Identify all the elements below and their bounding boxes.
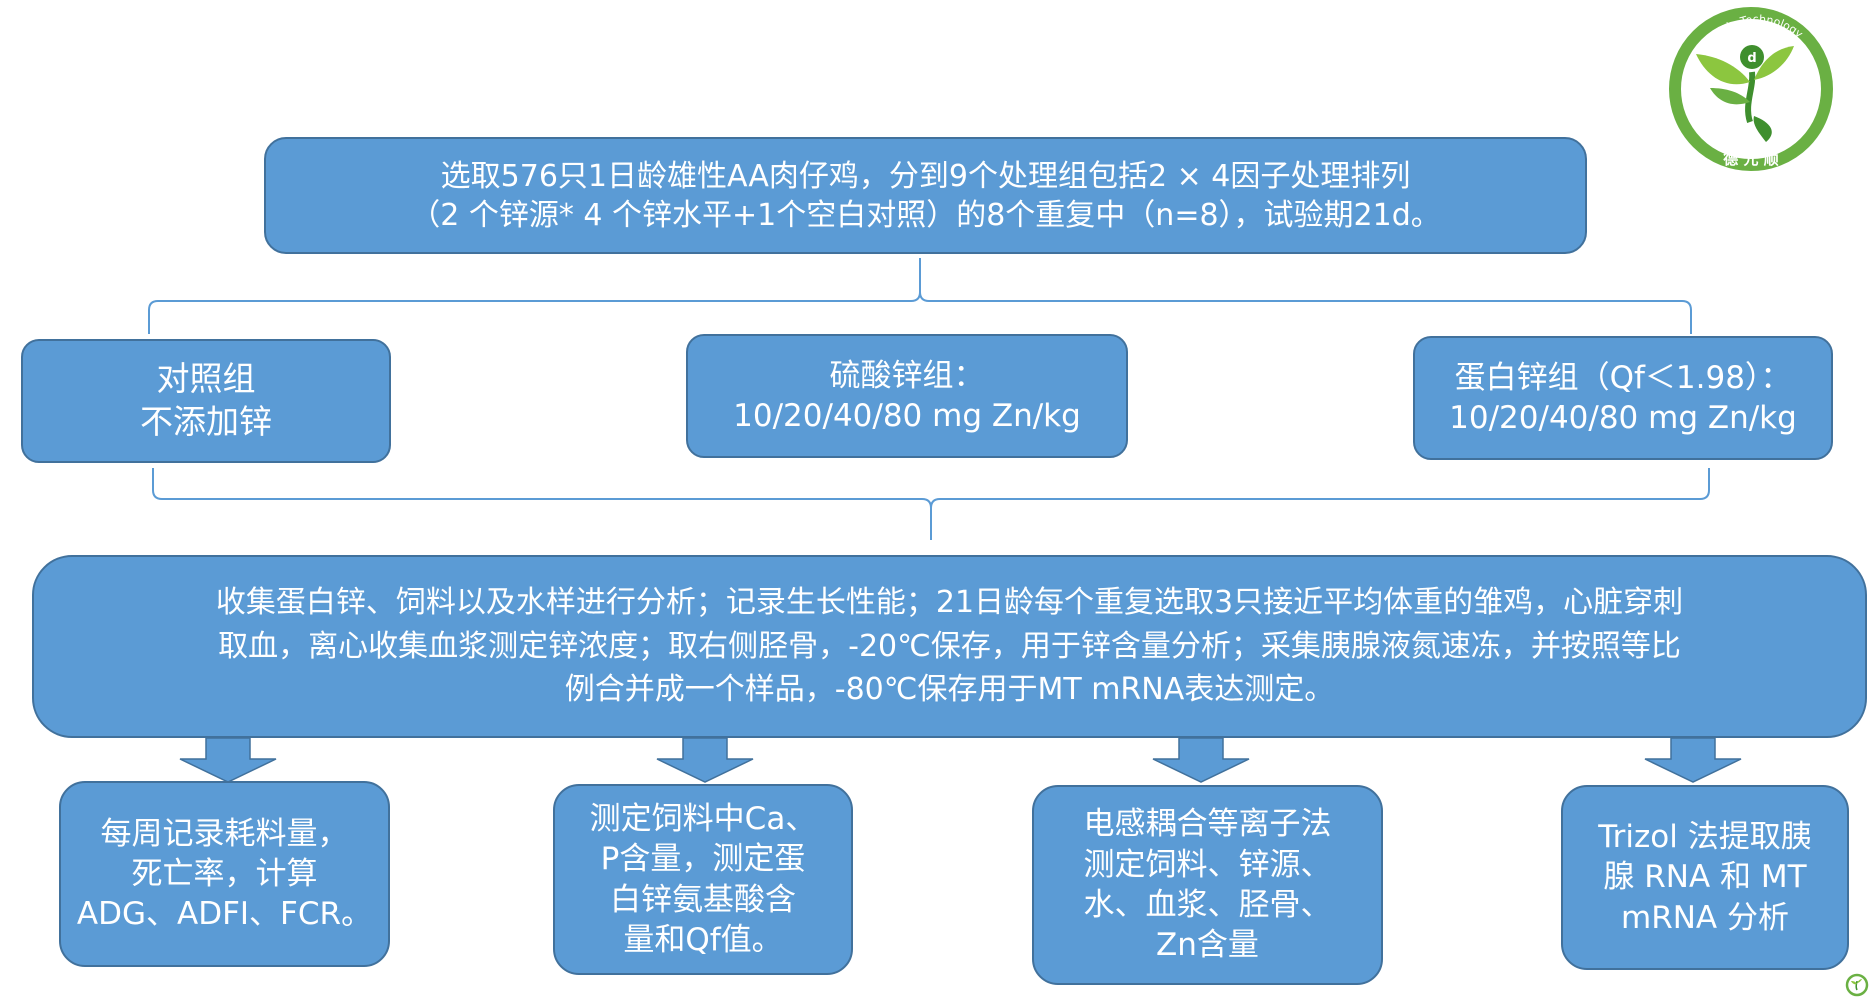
sample-collection-line-3: 例合并成一个样品，-80℃保存用于MT mRNA表达测定。 xyxy=(564,672,1335,708)
growth-performance-box: 每周记录耗料量， 死亡率，计算 ADG、ADFI、FCR。 xyxy=(59,781,390,967)
corner-logo-icon xyxy=(1845,973,1869,997)
control-group-title: 对照组 xyxy=(156,359,256,399)
protein-zinc-group-levels: 10/20/40/80 mg Zn/kg xyxy=(1449,400,1797,436)
experiment-design-box: 选取576只1日龄雄性AA肉仔鸡，分到9个处理组包括2 × 4因子处理排列 （2… xyxy=(264,137,1587,254)
sample-collection-line-1: 收集蛋白锌、饲料以及水样进行分析；记录生长性能；21日龄每个重复选取3只接近平均… xyxy=(215,585,1684,621)
feed-analysis-box: 测定饲料中Ca、 P含量，测定蛋 白锌氨基酸含 量和Qf值。 xyxy=(553,784,853,975)
icp-analysis-line-2: 测定饲料、锌源、 xyxy=(1083,846,1332,883)
icp-analysis-line-1: 电感耦合等离子法 xyxy=(1083,806,1332,843)
down-arrow-3 xyxy=(1152,738,1250,783)
down-arrow-1 xyxy=(179,738,277,783)
mrna-analysis-line-2: 腺 RNA 和 MT xyxy=(1603,859,1807,896)
experiment-design-line-2: （2 个锌源* 4 个锌水平+1个空白对照）的8个重复中（n=8），试验期21d… xyxy=(410,197,1441,233)
feed-analysis-line-2: P含量，测定蛋 xyxy=(600,841,806,878)
mrna-analysis-line-3: mRNA 分析 xyxy=(1621,899,1789,936)
middle-bracket xyxy=(152,468,932,540)
icp-analysis-line-3: 水、血浆、胫骨、 xyxy=(1083,887,1332,923)
growth-performance-line-1: 每周记录耗料量， xyxy=(100,815,349,852)
sample-collection-box: 收集蛋白锌、饲料以及水样进行分析；记录生长性能；21日龄每个重复选取3只接近平均… xyxy=(32,555,1867,738)
control-group-box: 对照组 不添加锌 xyxy=(21,339,391,463)
logo-brand-text: 德 元 顺 xyxy=(1723,150,1778,168)
mrna-analysis-box: Trizol 法提取胰 腺 RNA 和 MT mRNA 分析 xyxy=(1561,785,1849,970)
protein-zinc-group-title: 蛋白锌组（Qf＜1.98）： xyxy=(1454,359,1792,396)
icp-analysis-line-4: Zn含量 xyxy=(1156,927,1259,964)
zinc-sulfate-group-box: 硫酸锌组： 10/20/40/80 mg Zn/kg xyxy=(686,334,1128,458)
company-logo: Bio-Technology d 德 元 顺 xyxy=(1669,7,1833,171)
growth-performance-line-2: 死亡率，计算 xyxy=(131,855,318,892)
icp-analysis-box: 电感耦合等离子法 测定饲料、锌源、 水、血浆、胫骨、 Zn含量 xyxy=(1032,785,1383,985)
sample-collection-line-2: 取血，离心收集血浆测定锌浓度；取右侧胫骨，-20℃保存，用于锌含量分析；采集胰腺… xyxy=(218,628,1681,664)
svg-text:d: d xyxy=(1747,51,1756,66)
feed-analysis-line-3: 白锌氨基酸含 xyxy=(610,881,796,918)
down-arrow-2 xyxy=(656,738,754,783)
top-bracket xyxy=(148,258,921,334)
zinc-sulfate-group-title: 硫酸锌组： xyxy=(829,357,985,394)
feed-analysis-line-1: 测定饲料中Ca、 xyxy=(589,800,817,837)
control-group-desc: 不添加锌 xyxy=(140,402,272,441)
zinc-sulfate-group-levels: 10/20/40/80 mg Zn/kg xyxy=(733,398,1081,434)
mrna-analysis-line-1: Trizol 法提取胰 xyxy=(1598,819,1812,856)
protein-zinc-group-box: 蛋白锌组（Qf＜1.98）： 10/20/40/80 mg Zn/kg xyxy=(1413,336,1833,460)
down-arrow-4 xyxy=(1644,738,1742,783)
feed-analysis-line-4: 量和Qf值。 xyxy=(623,921,783,958)
experiment-design-line-1: 选取576只1日龄雄性AA肉仔鸡，分到9个处理组包括2 × 4因子处理排列 xyxy=(440,158,1411,194)
growth-performance-line-3: ADG、ADFI、FCR。 xyxy=(76,896,373,933)
